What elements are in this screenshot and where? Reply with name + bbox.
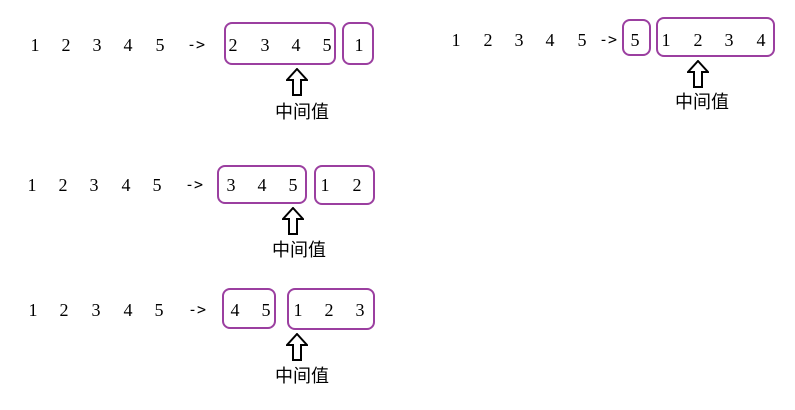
left-group-number: 4	[291, 35, 301, 55]
middle-value-label: 中间值	[275, 366, 329, 387]
sequence-number: 5	[577, 30, 587, 50]
sequence-number: 4	[123, 35, 133, 55]
sequence-number: 1	[30, 35, 40, 55]
sequence-number: 5	[152, 175, 162, 195]
right-group-number: 1	[354, 35, 364, 55]
right-group-number: 1	[320, 175, 330, 195]
middle-value-label: 中间值	[275, 102, 329, 123]
transform-arrow: ->	[598, 30, 618, 49]
right-group-number: 3	[355, 300, 365, 320]
right-group-box	[287, 288, 375, 330]
right-group-number: 3	[724, 30, 734, 50]
sequence-number: 3	[92, 35, 102, 55]
left-group-number: 5	[261, 300, 271, 320]
left-group-number: 2	[228, 35, 238, 55]
left-group-box	[217, 165, 307, 204]
right-group-number: 2	[693, 30, 703, 50]
left-group-box	[224, 22, 336, 65]
left-group-number: 3	[260, 35, 270, 55]
middle-value-label: 中间值	[272, 240, 326, 261]
middle-value-label: 中间值	[675, 92, 729, 113]
sequence-number: 5	[155, 35, 165, 55]
sequence-number: 1	[451, 30, 461, 50]
transform-arrow: ->	[184, 175, 204, 194]
right-group-number: 1	[661, 30, 671, 50]
sequence-number: 4	[121, 175, 131, 195]
transform-arrow: ->	[187, 300, 207, 319]
left-group-number: 5	[322, 35, 332, 55]
left-group-box	[222, 288, 276, 329]
right-group-number: 2	[324, 300, 334, 320]
left-group-number: 5	[630, 30, 640, 50]
right-group-box	[656, 17, 775, 57]
sequence-number: 1	[27, 175, 37, 195]
up-arrow-icon	[282, 207, 304, 235]
sequence-number: 5	[154, 300, 164, 320]
transform-arrow: ->	[186, 35, 206, 54]
sequence-number: 2	[61, 35, 71, 55]
right-group-box	[314, 165, 375, 205]
left-group-number: 3	[226, 175, 236, 195]
right-group-number: 4	[756, 30, 766, 50]
left-group-number: 4	[230, 300, 240, 320]
sequence-number: 3	[91, 300, 101, 320]
up-arrow-icon	[286, 68, 308, 96]
sequence-number: 1	[28, 300, 38, 320]
left-group-box	[622, 19, 651, 56]
sequence-number: 2	[483, 30, 493, 50]
sequence-number: 4	[545, 30, 555, 50]
up-arrow-icon	[687, 60, 709, 88]
sequence-number: 3	[89, 175, 99, 195]
up-arrow-icon	[286, 333, 308, 361]
sequence-number: 4	[123, 300, 133, 320]
right-group-number: 2	[352, 175, 362, 195]
left-group-number: 4	[257, 175, 267, 195]
left-group-number: 5	[288, 175, 298, 195]
right-group-box	[342, 22, 374, 65]
right-group-number: 1	[293, 300, 303, 320]
sequence-number: 3	[514, 30, 524, 50]
sequence-number: 2	[58, 175, 68, 195]
sequence-number: 2	[59, 300, 69, 320]
